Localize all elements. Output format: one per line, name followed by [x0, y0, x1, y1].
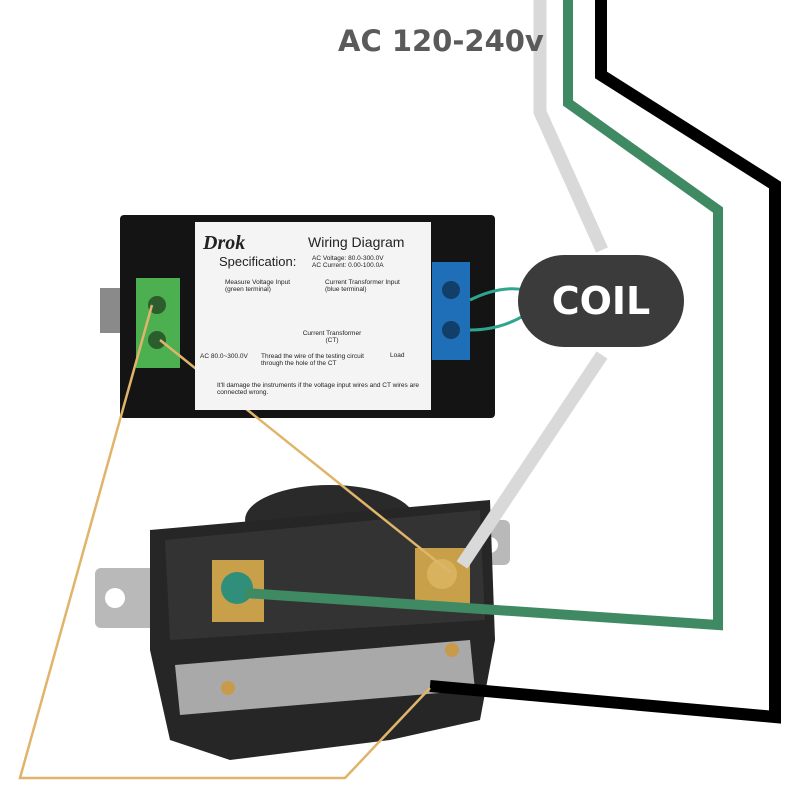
label-title: Wiring Diagram	[308, 234, 405, 250]
ct-name-text: Current Transformer (CT)	[302, 330, 362, 344]
mount-hole-left	[105, 588, 125, 608]
spec-label: Specification:	[219, 254, 297, 269]
voltage-heading: AC 120-240v	[338, 24, 544, 58]
ct-input-text: Current Transformer Input (blue terminal…	[325, 279, 400, 293]
terminal-screw	[442, 281, 460, 299]
tan-wire-loop	[18, 304, 431, 780]
white-wire-to-receptacle	[456, 351, 608, 569]
strap-rivet	[221, 681, 235, 695]
warning-text: It'll damage the instruments if the volt…	[217, 382, 419, 396]
meter-wiring-label: Drok Wiring Diagram Specification: AC Vo…	[195, 222, 431, 410]
receptacle	[95, 485, 510, 760]
spec-current: AC Current: 0.00-100.0A	[312, 262, 384, 269]
brand-logo: Drok	[203, 232, 246, 254]
spec-values: AC Voltage: 80.0-300.0V AC Current: 0.00…	[312, 255, 384, 269]
green-screw	[221, 572, 253, 604]
terminal-screw	[148, 331, 166, 349]
voltage-input-text: Measure Voltage Input (green terminal)	[225, 279, 291, 293]
blue-terminal-block	[432, 262, 470, 360]
terminal-screw	[148, 296, 166, 314]
thread-note: Thread the wire of the testing circuit t…	[261, 353, 364, 367]
coil-badge: COIL	[518, 255, 684, 347]
strap-rivet	[445, 643, 459, 657]
green-terminal-block	[136, 278, 180, 368]
mount-tab-left	[95, 568, 165, 628]
black-wire	[429, 0, 781, 724]
white-wire	[533, 0, 608, 253]
terminal-screw	[442, 321, 460, 339]
spec-voltage: AC Voltage: 80.0-300.0V	[312, 255, 384, 262]
green-wire	[244, 0, 723, 631]
metal-strap	[175, 640, 475, 715]
ac-range-text: AC 80.0~300.0V	[200, 353, 248, 360]
load-text: Load	[390, 352, 405, 359]
wires	[18, 0, 781, 780]
brass-screw	[427, 559, 457, 589]
